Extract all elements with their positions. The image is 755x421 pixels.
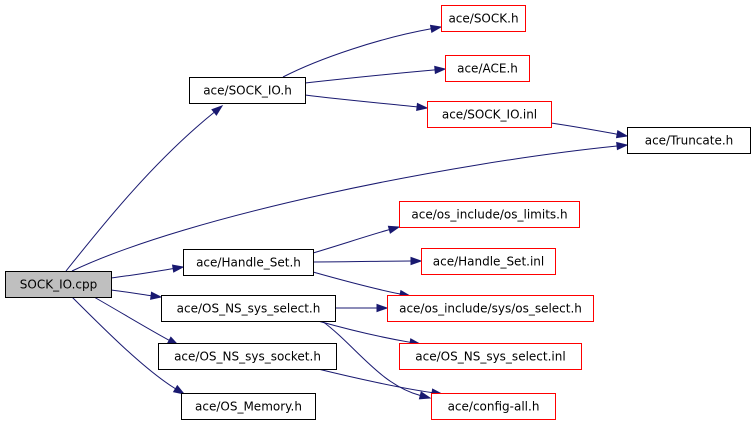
node-label: ace/os_include/os_limits.h [411, 208, 567, 222]
edge-os-ns-sys-select-h-to-os-select-h [334, 303, 389, 313]
arrowhead-icon [416, 102, 429, 112]
edge-line [110, 268, 174, 279]
edge-handle-set-h-to-os-select-h [312, 271, 412, 299]
node-label: ace/OS_NS_sys_socket.h [174, 350, 321, 364]
arrowhead-icon [616, 141, 629, 151]
node-ace-os-include-os-limits-h[interactable]: ace/os_include/os_limits.h [399, 201, 580, 228]
node-ace-sock-io-h[interactable]: ace/SOCK_IO.h [189, 77, 306, 104]
node-label: ace/OS_NS_sys_select.inl [415, 350, 565, 364]
edges-layer [65, 24, 629, 400]
arrowhead-icon [211, 105, 224, 116]
node-label: ace/OS_NS_sys_select.h [177, 302, 321, 316]
edge-handle-set-h-to-os-limits-h [312, 225, 401, 254]
node-label: ace/Truncate.h [645, 134, 734, 148]
node-label: ace/Handle_Set.h [196, 256, 301, 270]
node-label: ace/OS_Memory.h [195, 400, 302, 414]
edge-line [304, 94, 418, 108]
edge-line [65, 111, 215, 272]
node-box [181, 393, 316, 420]
node-box [627, 127, 751, 154]
node-label: ace/os_include/sys/os_select.h [399, 302, 582, 316]
node-sock-io-cpp: SOCK_IO.cpp [5, 271, 112, 298]
node-label: ace/SOCK_IO.inl [442, 108, 537, 122]
node-box [445, 55, 530, 82]
edge-sock-io-inl-to-truncate-h [550, 122, 629, 139]
edge-sock-io-h-to-sock-h [282, 24, 443, 78]
edge-sock-io-cpp-to-os-ns-sys-select-h [110, 289, 163, 300]
edge-handle-set-h-to-handle-set-inl [312, 256, 423, 266]
edge-line [550, 122, 618, 135]
node-label: ace/SOCK.h [448, 12, 518, 26]
edge-os-ns-sys-select-h-to-os-ns-sys-select-inl [317, 320, 422, 347]
node-ace-sock-io-inl[interactable]: ace/SOCK_IO.inl [427, 101, 552, 128]
node-ace-sock-h[interactable]: ace/SOCK.h [441, 5, 526, 32]
node-box [189, 77, 306, 104]
edge-line [71, 145, 618, 272]
node-box [441, 5, 526, 32]
node-label: SOCK_IO.cpp [20, 278, 97, 292]
node-box [421, 248, 556, 275]
edge-sock-io-cpp-to-os-memory-h [71, 296, 186, 395]
node-label: ace/Handle_Set.inl [433, 255, 545, 269]
node-ace-handle-set-inl[interactable]: ace/Handle_Set.inl [421, 248, 556, 275]
edge-line [93, 296, 170, 341]
node-ace-os-include-sys-os-select-h[interactable]: ace/os_include/sys/os_select.h [387, 295, 594, 322]
arrowhead-icon [171, 264, 185, 273]
node-box [161, 295, 336, 322]
arrowhead-icon [150, 291, 163, 300]
arrowhead-icon [615, 129, 629, 139]
edge-line [71, 296, 176, 390]
node-box [427, 101, 552, 128]
arrowhead-icon [429, 24, 443, 34]
arrowhead-icon [387, 225, 401, 234]
arrowhead-icon [172, 384, 186, 395]
arrowhead-icon [410, 256, 423, 266]
node-box [399, 343, 582, 370]
node-box [431, 393, 556, 420]
edge-sock-io-cpp-to-handle-set-h [110, 264, 185, 279]
edge-os-ns-sys-select-h-to-config-all-h [321, 320, 432, 400]
node-ace-os-ns-sys-select-h[interactable]: ace/OS_NS_sys_select.h [161, 295, 336, 322]
edge-sock-io-h-to-ace-h [304, 65, 447, 84]
node-box [158, 343, 337, 370]
edge-line [282, 28, 432, 78]
edge-sock-io-cpp-to-truncate-h [71, 141, 629, 272]
node-box [183, 249, 314, 276]
node-ace-os-ns-sys-socket-h[interactable]: ace/OS_NS_sys_socket.h [158, 343, 337, 370]
node-ace-os-ns-sys-select-inl[interactable]: ace/OS_NS_sys_select.inl [399, 343, 582, 370]
node-ace-os-memory-h[interactable]: ace/OS_Memory.h [181, 393, 316, 420]
edge-sock-io-h-to-sock-io-inl [304, 94, 429, 112]
edge-line [312, 260, 412, 263]
arrowhead-icon [376, 303, 389, 313]
edge-line [317, 368, 433, 394]
edge-line [304, 69, 436, 84]
edge-sock-io-cpp-to-sock-io-h [65, 105, 224, 272]
node-ace-truncate-h[interactable]: ace/Truncate.h [627, 127, 751, 154]
node-box [399, 201, 580, 228]
node-label: ace/SOCK_IO.h [203, 84, 292, 98]
edge-line [321, 320, 421, 396]
node-ace-ace-h[interactable]: ace/ACE.h [445, 55, 530, 82]
node-ace-config-all-h[interactable]: ace/config-all.h [431, 393, 556, 420]
node-box [387, 295, 594, 322]
nodes-layer: SOCK_IO.cpp ace/SOCK_IO.h ace/SOCK.h ace/AC… [5, 5, 751, 420]
node-label: ace/config-all.h [448, 400, 540, 414]
edge-line [317, 320, 411, 343]
arrowhead-icon [418, 391, 432, 400]
arrowhead-icon [434, 65, 447, 75]
node-label: ace/ACE.h [457, 62, 518, 76]
edge-line [312, 271, 401, 295]
edge-line [312, 229, 390, 254]
node-ace-handle-set-h[interactable]: ace/Handle_Set.h [183, 249, 314, 276]
node-box [5, 271, 112, 298]
edge-line [110, 289, 152, 297]
